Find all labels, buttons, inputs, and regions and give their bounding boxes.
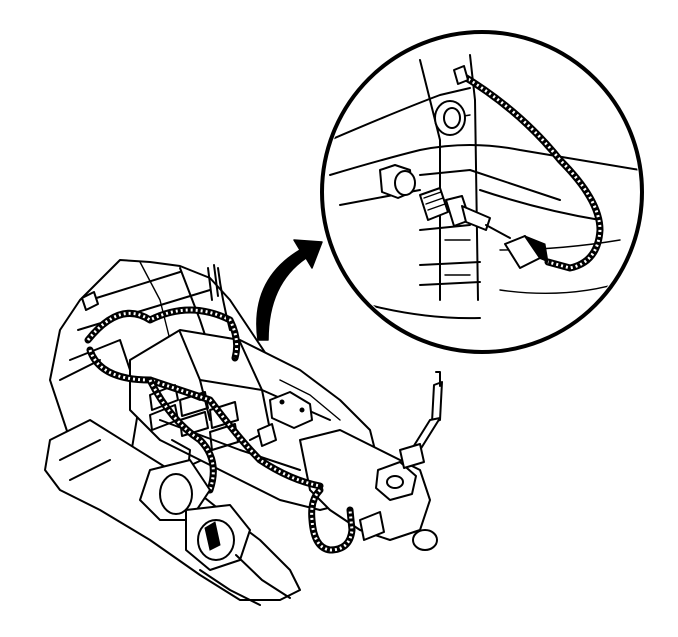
extension-housing (299, 429, 438, 551)
main-sensor (249, 423, 277, 447)
shift-lever (399, 371, 443, 469)
detail-connector (485, 224, 561, 269)
detail-sensor (419, 187, 491, 231)
driveshaft (44, 419, 301, 606)
detail-view-circle (320, 30, 644, 354)
top-cover (269, 391, 313, 429)
detail-mounting-boss (434, 100, 466, 136)
detail-plug (379, 164, 416, 199)
shift-cable (308, 486, 356, 554)
main-harness (84, 267, 324, 494)
detail-view (320, 30, 644, 354)
callout-arrow (256, 239, 323, 341)
transmission (49, 259, 443, 554)
detail-harness (453, 65, 604, 272)
